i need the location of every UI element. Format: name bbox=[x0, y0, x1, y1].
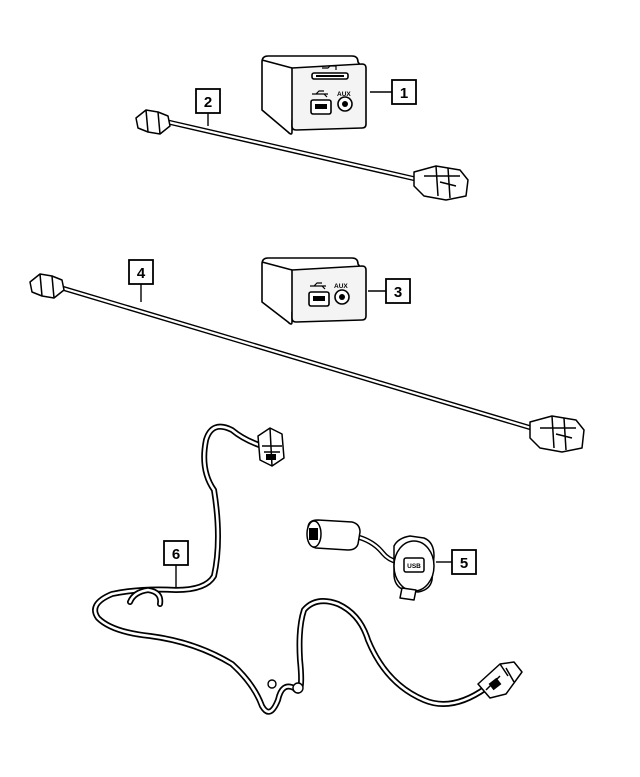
harness-6-top-connector bbox=[257, 427, 285, 467]
callout-box-6 bbox=[163, 540, 189, 566]
part-1-media-hub: AUX bbox=[261, 55, 367, 135]
usb-port-1-tongue bbox=[315, 104, 327, 109]
part-3-usb-aux-hub: AUX bbox=[261, 257, 367, 325]
hub-1-side-edge bbox=[261, 59, 293, 69]
usb-socket-label: USB bbox=[407, 563, 421, 570]
socket-5-plug-face bbox=[309, 528, 318, 540]
aux-label: AUX bbox=[337, 91, 351, 98]
harness-6-clip-1 bbox=[292, 682, 304, 694]
callout-number-4: 4 bbox=[137, 265, 146, 282]
socket-5-clip bbox=[399, 587, 417, 601]
aux-jack-1-hole bbox=[342, 101, 348, 107]
part-5-usb-socket: USB bbox=[306, 519, 435, 601]
harness-6-end-connector bbox=[477, 661, 523, 699]
sd-card-slot-inner bbox=[316, 75, 344, 77]
cable-4-right-connector-detail bbox=[540, 415, 576, 451]
aux-label-3: AUX bbox=[334, 283, 348, 290]
callout-number-2: 2 bbox=[204, 94, 212, 111]
callout-number-6: 6 bbox=[172, 546, 180, 563]
cable-2-right-connector-detail bbox=[424, 165, 460, 199]
cable-4-left-plug-detail bbox=[39, 273, 55, 299]
hub-3-side-edge bbox=[261, 261, 293, 271]
callout-number-5: 5 bbox=[460, 555, 468, 572]
cable-2-left-plug bbox=[135, 109, 171, 135]
socket-5-wire bbox=[353, 533, 399, 565]
socket-5-wire-inner bbox=[353, 534, 399, 564]
callout-box-1 bbox=[391, 79, 417, 105]
cable-2-wire-inner bbox=[167, 120, 421, 182]
cable-4-wire-inner bbox=[61, 286, 539, 432]
callout-box-4 bbox=[128, 259, 154, 285]
harness-6-clip-2 bbox=[267, 679, 277, 689]
usb-icon-3 bbox=[310, 282, 326, 290]
harness-6-inner bbox=[93, 425, 488, 714]
harness-6-branch-inner bbox=[128, 588, 162, 606]
callout-box-3 bbox=[385, 278, 411, 304]
aux-jack-3-hole bbox=[339, 294, 345, 300]
socket-5-port bbox=[403, 557, 425, 573]
usb-icon bbox=[312, 90, 328, 98]
cable-2-left-plug-detail bbox=[145, 109, 161, 135]
callout-number-1: 1 bbox=[400, 85, 408, 102]
cable-4-left-plug bbox=[29, 273, 65, 299]
sd-icon bbox=[322, 65, 337, 70]
callout-box-2 bbox=[195, 88, 221, 114]
part-2-cable bbox=[135, 109, 469, 201]
part-4-cable bbox=[29, 273, 585, 453]
callout-box-5 bbox=[451, 549, 477, 575]
usb-port-3-tongue bbox=[313, 296, 325, 301]
callout-number-3: 3 bbox=[394, 284, 402, 301]
part-6-wiring-harness bbox=[92, 423, 489, 715]
